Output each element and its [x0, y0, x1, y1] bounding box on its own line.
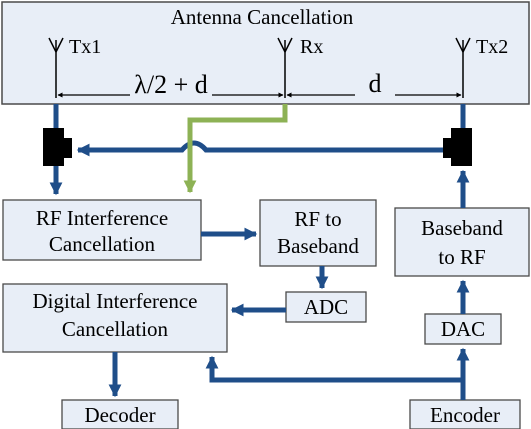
antenna-rx-label: Rx — [300, 36, 323, 58]
antenna-rx-icon — [277, 37, 293, 98]
rf-cancel-label-2: Cancellation — [49, 232, 156, 256]
antenna-tx1-label: Tx1 — [69, 36, 101, 58]
rf-to-bb-label-2: Baseband — [277, 234, 359, 258]
digital-cancel-label-1: Digital Interference — [33, 289, 198, 313]
baseband-to-rf-block — [394, 207, 530, 277]
dac-block — [424, 313, 502, 345]
tx2-splitter — [443, 128, 472, 166]
antenna-tx1-icon — [48, 37, 64, 98]
decoder-label: Decoder — [84, 403, 155, 427]
splitter-cross-path — [76, 140, 443, 157]
rf-interference-cancellation-block — [2, 199, 202, 261]
bb-to-rf-label-1: Baseband — [421, 216, 503, 240]
dimension-rx-tx2-label: d — [369, 69, 382, 98]
adc-label: ADC — [304, 295, 348, 319]
antenna-tx2-label: Tx2 — [476, 36, 508, 58]
panel-title: Antenna Cancellation — [171, 5, 354, 29]
tx1-splitter — [43, 128, 72, 166]
adc-block — [285, 291, 367, 323]
decoder-block — [61, 399, 179, 429]
rf-to-baseband-block — [259, 199, 377, 267]
encoder-block — [409, 399, 521, 429]
encoder-to-digital-cancel-arrow — [205, 355, 463, 383]
encoder-label: Encoder — [430, 403, 500, 427]
antenna-panel — [1, 1, 530, 105]
antenna-tx2-icon — [455, 37, 471, 98]
rf-to-bb-label-1: RF to — [294, 207, 341, 231]
rf-cancel-label-1: RF Interference — [36, 206, 168, 230]
digital-cancel-label-2: Cancellation — [62, 317, 169, 341]
digital-interference-cancellation-block — [2, 283, 228, 353]
dimension-tx1-rx-label: λ/2 + d — [134, 70, 208, 99]
bb-to-rf-label-2: to RF — [438, 245, 485, 269]
rx-path — [183, 104, 288, 194]
dac-label: DAC — [441, 317, 485, 341]
